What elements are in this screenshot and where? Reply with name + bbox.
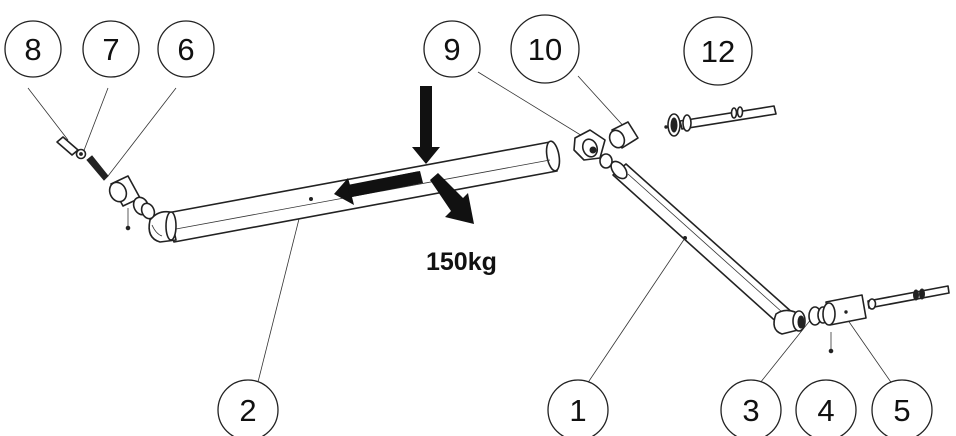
- callout-4-number: 4: [817, 393, 834, 428]
- callout-10-number: 10: [528, 32, 562, 67]
- leader-lines: [27, 71, 896, 391]
- part-8-bolt: [56, 136, 131, 231]
- part-12-bolt: [667, 105, 777, 137]
- callout-9-number: 9: [443, 32, 460, 67]
- diagonal-load-arrow: [430, 173, 474, 224]
- part-1-elbow: [773, 309, 806, 335]
- part-6-sleeve: [108, 175, 156, 220]
- part-9-tee: [573, 129, 613, 169]
- callout-6-number: 6: [177, 32, 194, 67]
- part-7-washers: [75, 148, 87, 160]
- callout-9: 9: [423, 20, 481, 78]
- callout-1: 1: [547, 379, 609, 436]
- callout-4: 4: [795, 379, 857, 436]
- callout-12-number: 12: [701, 34, 735, 69]
- callout-12: 12: [683, 16, 753, 86]
- callout-8: 8: [4, 20, 62, 78]
- callout-7-number: 7: [102, 32, 119, 67]
- part-4-pin: [828, 332, 834, 354]
- callout-5-number: 5: [893, 393, 910, 428]
- load-label: 150kg: [426, 248, 497, 276]
- callout-1-number: 1: [569, 393, 586, 428]
- part-5-sleeve-bolt: [822, 285, 950, 326]
- load-arrows: [334, 86, 474, 224]
- callout-2-number: 2: [239, 393, 256, 428]
- callout-10: 10: [510, 14, 580, 84]
- callout-3: 3: [720, 379, 782, 436]
- callout-6: 6: [157, 20, 215, 78]
- callout-2: 2: [217, 379, 279, 436]
- part-1-tube: [610, 160, 795, 327]
- callout-3-number: 3: [742, 393, 759, 428]
- part-10-sleeve: [608, 121, 668, 149]
- callout-8-number: 8: [24, 32, 41, 67]
- callout-7: 7: [82, 20, 140, 78]
- vertical-load-arrow: [412, 86, 440, 164]
- part-2-elbow: [148, 210, 177, 243]
- callout-5: 5: [871, 379, 933, 436]
